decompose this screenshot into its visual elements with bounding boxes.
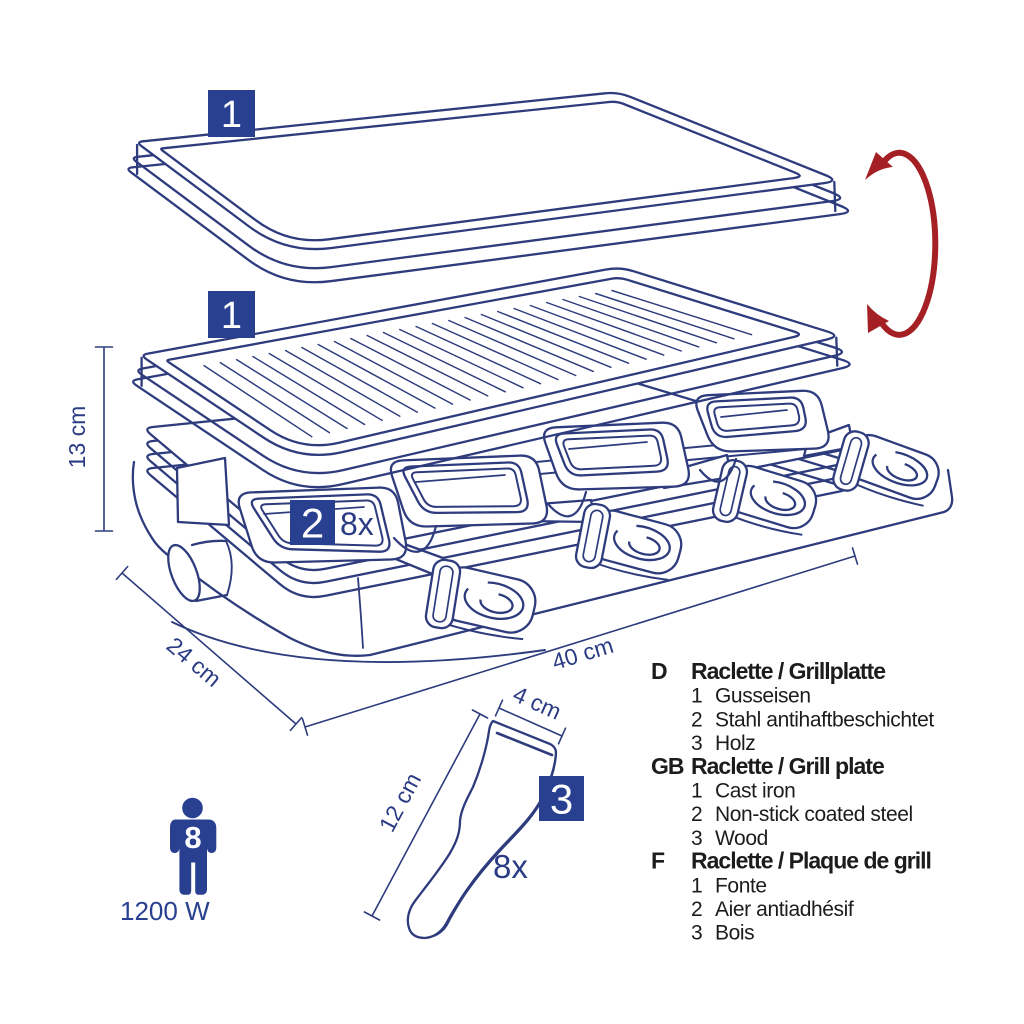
svg-text:F: F <box>651 848 665 874</box>
svg-text:Stahl antihaftbeschichtet: Stahl antihaftbeschichtet <box>715 708 934 731</box>
svg-text:Gusseisen: Gusseisen <box>715 685 811 708</box>
svg-text:Holz: Holz <box>715 732 755 755</box>
svg-text:Bois: Bois <box>715 922 754 945</box>
svg-text:1: 1 <box>221 94 242 136</box>
svg-text:2: 2 <box>691 898 703 921</box>
svg-text:40 cm: 40 cm <box>549 632 617 675</box>
svg-text:Raclette / Plaque de grill: Raclette / Plaque de grill <box>691 848 931 874</box>
svg-text:Aier antiadhésif: Aier antiadhésif <box>715 898 854 921</box>
svg-text:Raclette / Grillplatte: Raclette / Grillplatte <box>691 658 885 684</box>
svg-text:8x: 8x <box>340 506 374 542</box>
svg-text:3: 3 <box>691 827 703 850</box>
svg-text:13 cm: 13 cm <box>64 406 90 469</box>
svg-text:1: 1 <box>221 295 242 337</box>
svg-text:Cast iron: Cast iron <box>715 780 795 803</box>
svg-text:Fonte: Fonte <box>715 874 767 897</box>
svg-text:Raclette / Grill plate: Raclette / Grill plate <box>691 753 884 779</box>
svg-text:D: D <box>651 658 667 684</box>
svg-text:4 cm: 4 cm <box>509 681 565 725</box>
svg-text:8x: 8x <box>493 848 528 885</box>
svg-text:Wood: Wood <box>715 827 768 850</box>
svg-text:3: 3 <box>550 776 573 823</box>
svg-text:Non-stick coated steel: Non-stick coated steel <box>715 803 913 826</box>
svg-text:1: 1 <box>691 685 703 708</box>
svg-text:1: 1 <box>691 780 703 803</box>
svg-text:GB: GB <box>651 753 684 779</box>
svg-text:3: 3 <box>691 732 703 755</box>
svg-text:8: 8 <box>184 820 201 855</box>
svg-text:12 cm: 12 cm <box>374 768 426 836</box>
svg-text:2: 2 <box>691 803 703 826</box>
svg-text:3: 3 <box>691 922 703 945</box>
svg-text:24 cm: 24 cm <box>162 632 227 692</box>
svg-text:2: 2 <box>691 708 703 731</box>
svg-text:2: 2 <box>301 500 324 547</box>
svg-text:1: 1 <box>691 874 703 897</box>
svg-text:1200 W: 1200 W <box>120 896 210 926</box>
